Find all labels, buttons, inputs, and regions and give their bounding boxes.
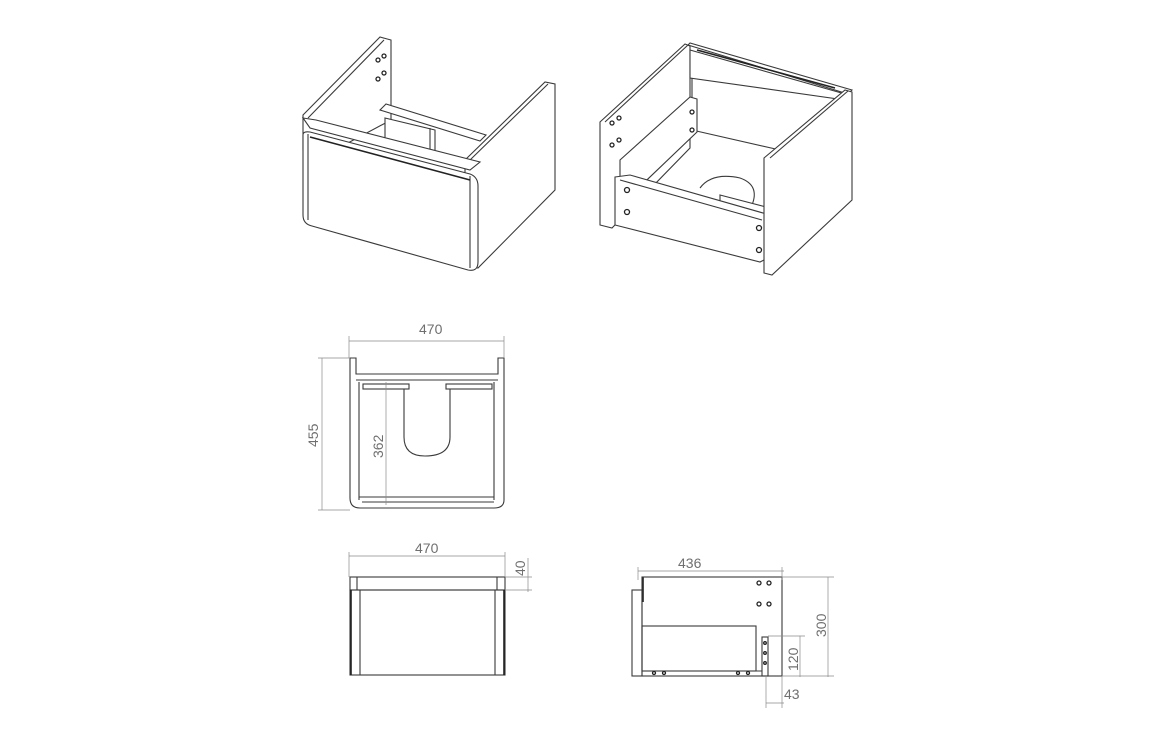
front-view-top-rail-label: 40 [512,560,528,576]
top-view-width-label: 470 [419,321,443,337]
side-view-offset-label: 43 [784,686,800,702]
side-view-depth-label: 436 [678,555,702,571]
top-view [318,336,505,511]
side-view-height-label: 300 [813,613,829,637]
top-view-inner-depth-label: 362 [370,434,386,458]
front-view [348,552,532,676]
side-view-drawer-height-label: 120 [785,647,801,671]
top-view-depth-label: 455 [305,423,321,447]
front-view-width-label: 470 [415,540,439,556]
iso-view-closed [301,36,556,271]
side-view [631,567,834,708]
iso-view-open [599,42,854,276]
